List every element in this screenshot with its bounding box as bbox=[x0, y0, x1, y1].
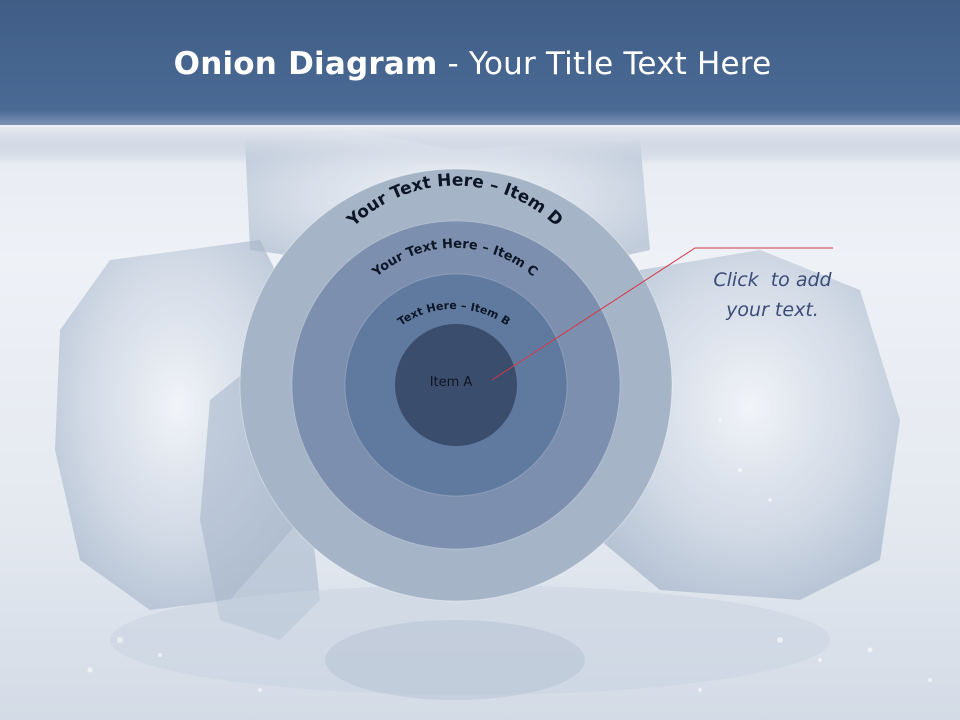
title-bold-part: Onion Diagram bbox=[173, 46, 438, 82]
callout-line-2: your text. bbox=[726, 299, 819, 321]
callout-connector-line bbox=[491, 247, 833, 381]
callout-line-1: Click to add bbox=[713, 269, 832, 291]
callout-text-box[interactable]: Click to add your text. bbox=[690, 265, 855, 325]
slide-title[interactable]: Onion Diagram - Your Title Text Here bbox=[0, 46, 945, 82]
title-rest-part: - Your Title Text Here bbox=[437, 46, 772, 82]
item-a-label: Item A bbox=[430, 375, 473, 390]
layer-item-a[interactable] bbox=[395, 324, 517, 446]
